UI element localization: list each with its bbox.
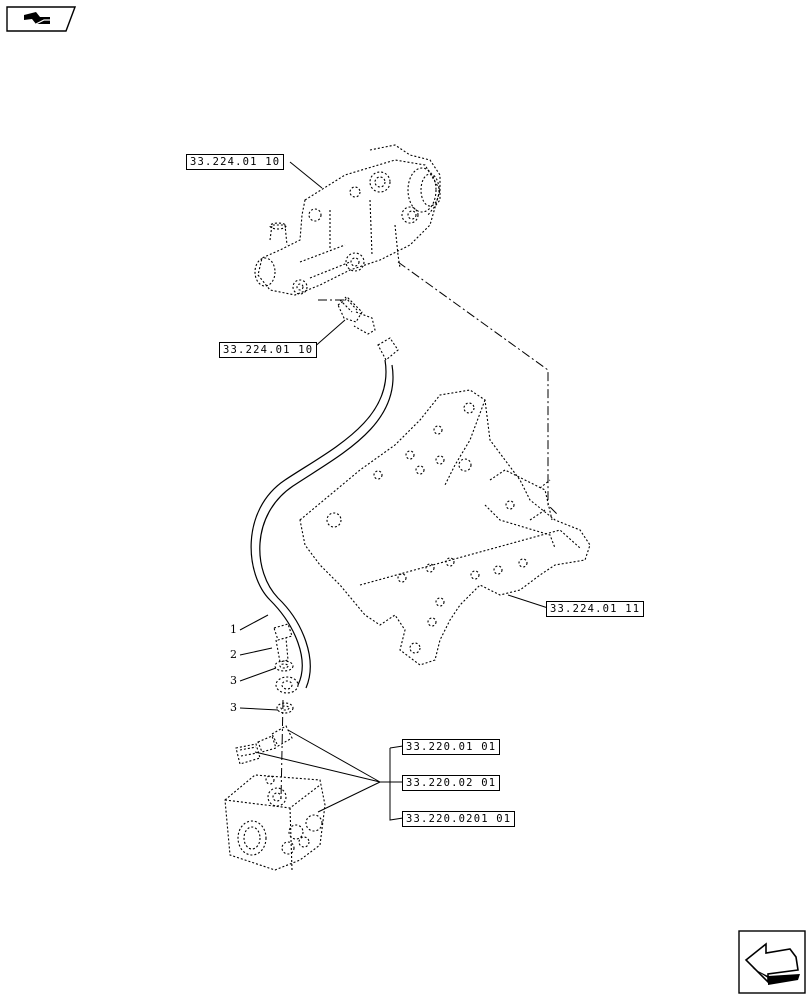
item-number-washer-lower: 3 [230, 701, 237, 714]
banjo-union [275, 676, 299, 694]
catalog-back-icon[interactable] [6, 6, 77, 32]
ref-valve-block-1[interactable]: 33.220.01 01 [402, 739, 501, 755]
ref-mounting-bracket[interactable]: 33.224.01 11 [546, 601, 645, 617]
ref-valve-block-2[interactable]: 33.220.02 01 [402, 775, 501, 791]
valve-block [224, 774, 326, 871]
item-number-washer-upper: 3 [230, 674, 237, 687]
banjo-bolt [273, 623, 293, 663]
ref-valve-block-3[interactable]: 33.220.0201 01 [402, 811, 516, 827]
mounting-bracket [299, 389, 591, 666]
hydraulic-hose [250, 359, 394, 689]
next-page-arrow-icon[interactable] [738, 930, 806, 994]
pump-assembly [254, 144, 441, 296]
ref-pump-fitting[interactable]: 33.224.01 10 [219, 342, 318, 358]
sealing-washer-1 [274, 660, 294, 672]
sealing-washer-2 [276, 702, 294, 714]
ref-pump-assembly[interactable]: 33.224.01 10 [186, 154, 285, 170]
item-number-hose: 1 [230, 623, 237, 636]
sealing-washer-1-inner [279, 663, 289, 669]
item-number-banjo-bolt: 2 [230, 648, 237, 661]
pump-fitting [337, 296, 399, 361]
banjo-fitting-lower [235, 725, 293, 765]
